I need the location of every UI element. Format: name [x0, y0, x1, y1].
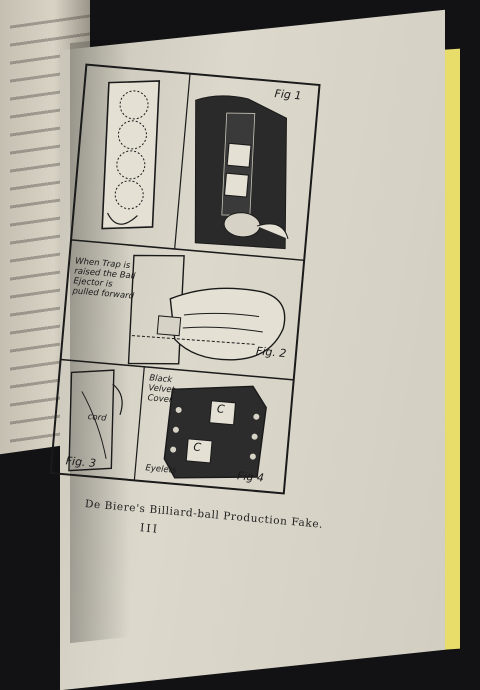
fig4-label: Fig 4 — [236, 469, 265, 485]
page-number: III — [139, 521, 160, 536]
divider-top — [70, 239, 305, 262]
fig4-velvet-cover — [163, 385, 267, 479]
fig3-holder-cord — [68, 369, 123, 472]
fig3-label: Fig. 3 — [65, 454, 97, 470]
cover-annotation: Black Velvet Cover — [147, 373, 176, 406]
fig1-ball-holder — [101, 80, 161, 230]
divider-vertical-top — [174, 73, 191, 250]
divider-bottom — [60, 358, 294, 381]
cover-letter-c-top: C — [216, 402, 226, 416]
fig1-label: Fig 1 — [274, 87, 302, 103]
fig2-label: Fig. 2 — [255, 344, 287, 361]
illustration-drawing — [49, 63, 321, 495]
illustration-plate: Fig 1 Fig. 2 Fig. 3 Fig 4 When Trap is r… — [44, 60, 326, 500]
trap-annotation: When Trap is raised the Ball Ejector is … — [72, 256, 136, 302]
plate-frame — [49, 63, 321, 495]
divider-vertical-bottom — [133, 366, 145, 481]
fig1-jacket — [194, 95, 289, 250]
fig2-hand-trap — [127, 254, 286, 365]
cord-annotation: cord — [87, 412, 107, 424]
cover-letter-c-bottom: C — [192, 440, 202, 455]
book-photo: Fig 1 Fig. 2 Fig. 3 Fig 4 When Trap is r… — [0, 0, 460, 690]
